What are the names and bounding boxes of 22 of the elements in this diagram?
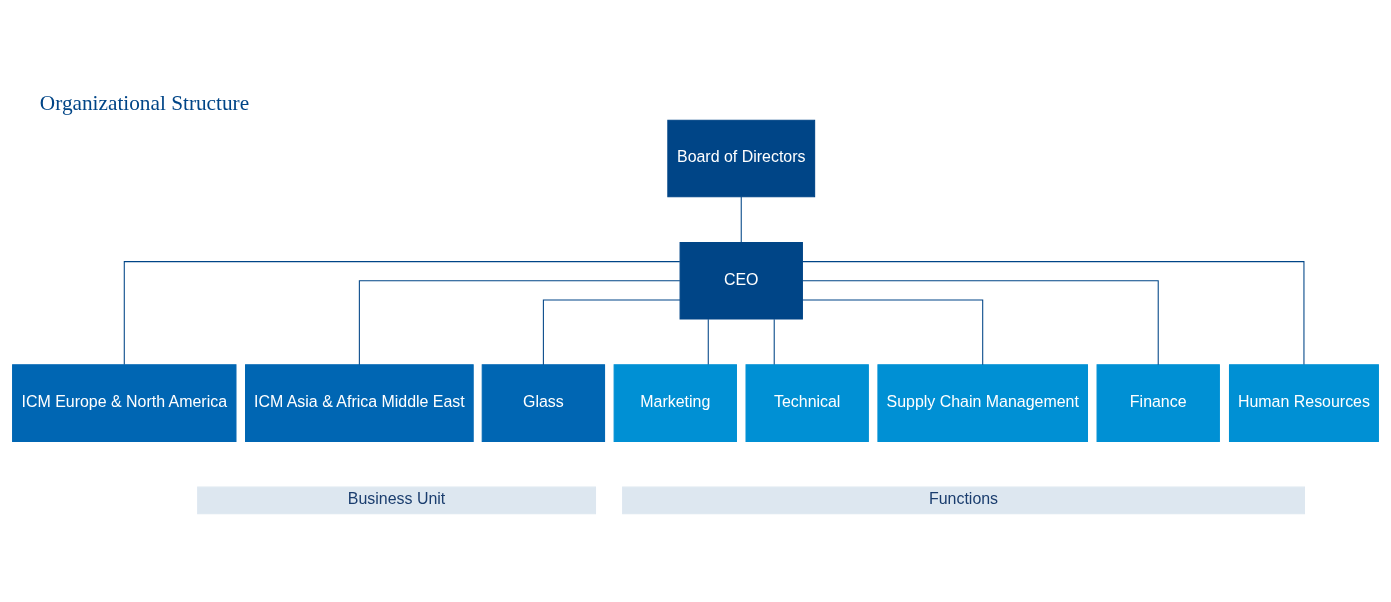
node-box: Supply Chain Management: [877, 364, 1088, 442]
node-box: Board of Directors: [667, 119, 816, 198]
connector: [123, 261, 681, 365]
node-box: ICM Asia & Africa Middle East: [245, 364, 474, 442]
connector: [542, 299, 681, 366]
connector: [740, 196, 742, 243]
node-box: Technical: [745, 364, 869, 442]
node-box: Business Unit: [197, 486, 597, 515]
node-box: Human Resources: [1228, 364, 1379, 442]
node-box: ICM Europe & North America: [12, 364, 237, 442]
connector: [707, 318, 709, 365]
connector: [802, 280, 1159, 366]
connector: [773, 318, 775, 365]
node-box: Functions: [622, 486, 1305, 515]
diagram-title: Organizational Structure: [39, 90, 250, 115]
node-box: Glass: [481, 364, 606, 442]
node-box: Finance: [1096, 364, 1220, 442]
connector: [358, 280, 681, 366]
node-box: CEO: [679, 241, 803, 320]
connector: [801, 299, 984, 366]
node-box: Marketing: [613, 364, 737, 442]
connector: [802, 261, 1305, 365]
